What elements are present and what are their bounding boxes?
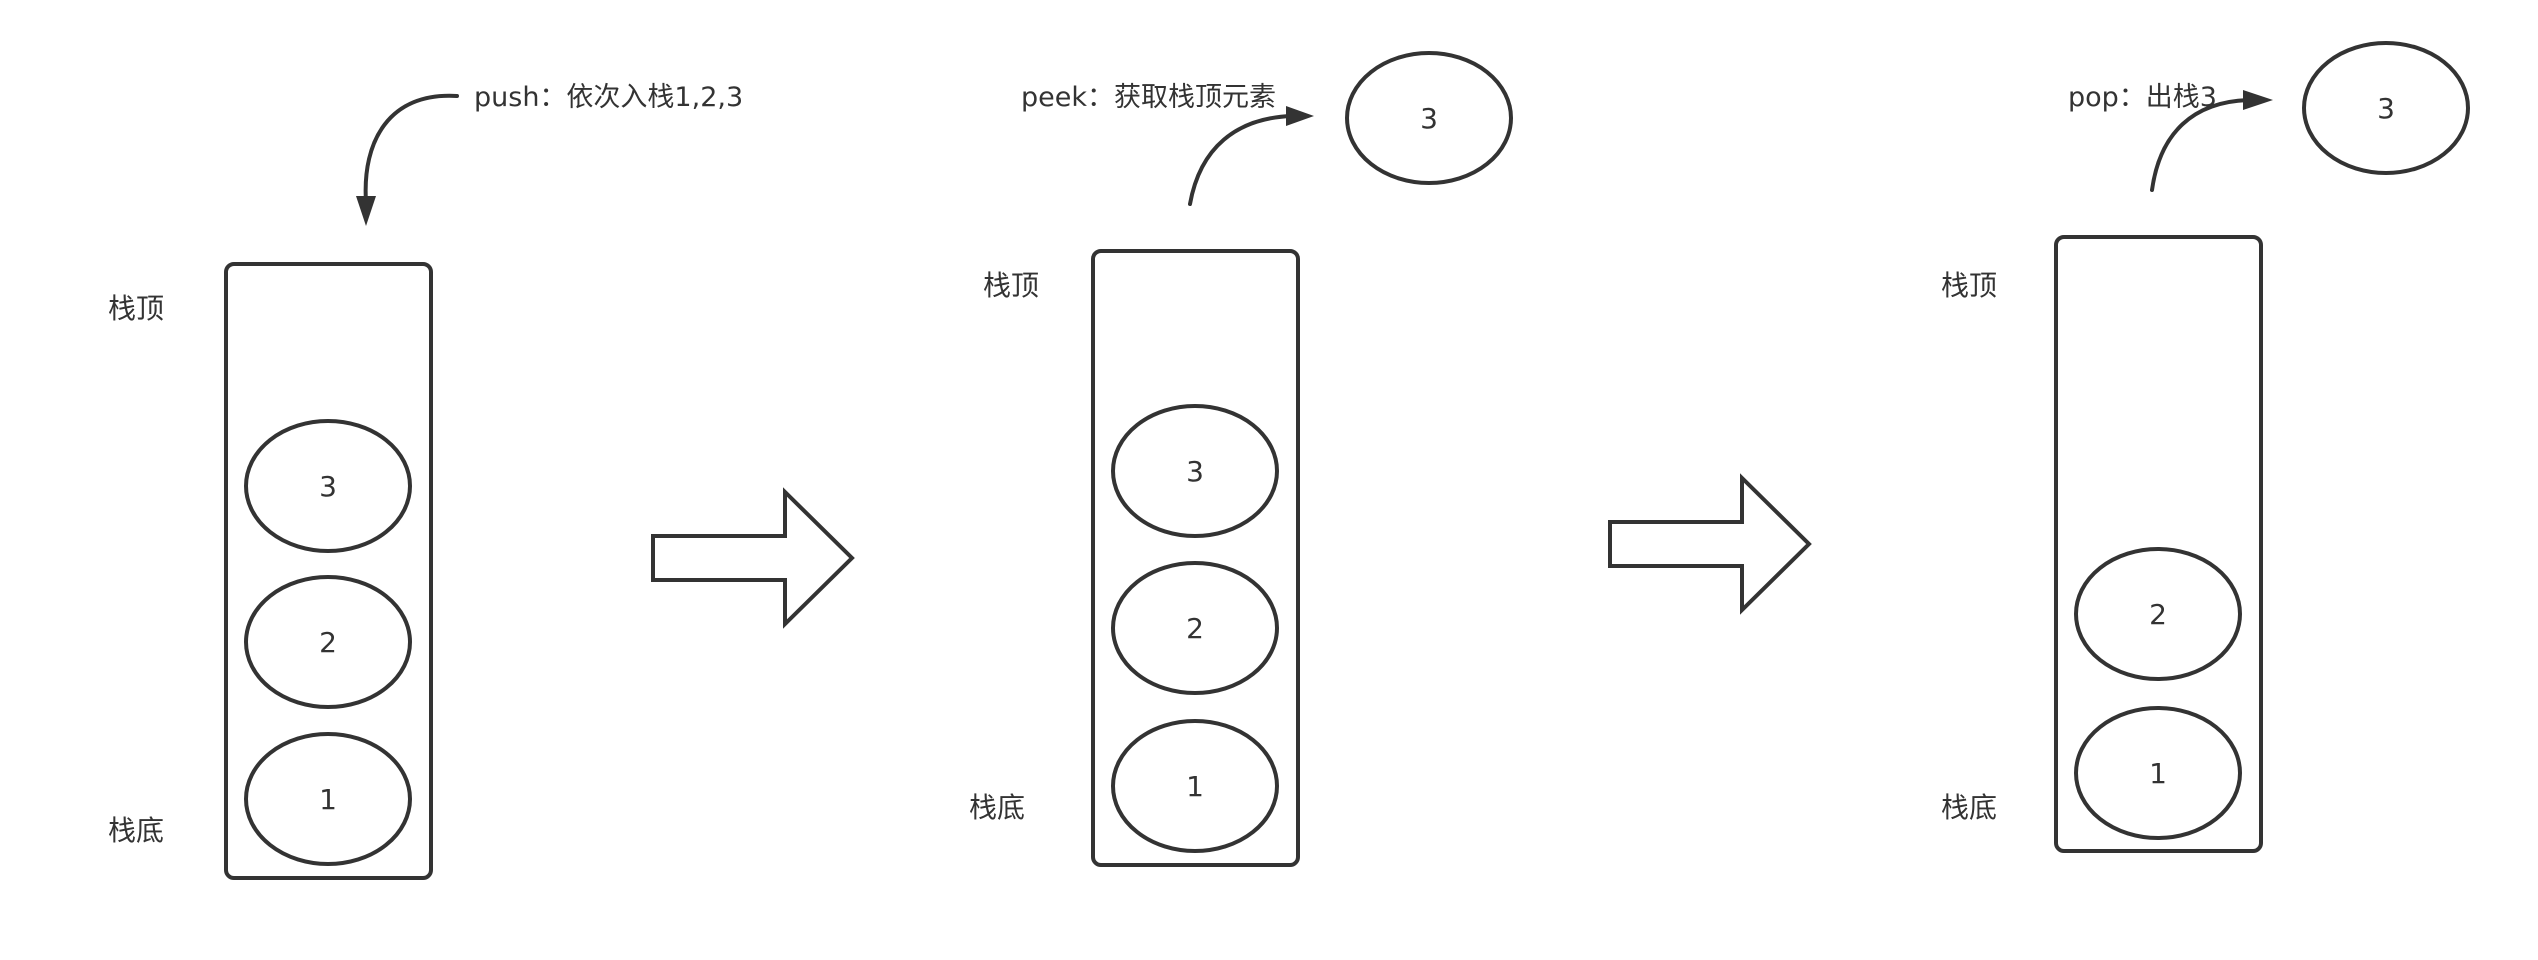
peek-stack-container [1091, 249, 1300, 867]
push-stack-item [244, 575, 412, 709]
push-stack-item-label: 2 [319, 626, 337, 659]
peek-stack-item-label: 1 [1186, 770, 1204, 803]
push-curved-arrow-line [363, 93, 459, 204]
pop-stack-item [2074, 706, 2242, 840]
peek-curved-arrow-line [1188, 114, 1294, 206]
pop-stack-bottom-label: 栈底 [1941, 791, 1997, 824]
push-stack-top-label: 栈顶 [108, 292, 164, 325]
transition-arrow-2 [1608, 473, 1812, 615]
pop-stack-item [2074, 547, 2242, 681]
push-arrow-head [356, 196, 376, 226]
push-stack-item-label: 1 [319, 783, 337, 816]
pop-stack-top-label: 栈顶 [1941, 269, 1997, 302]
peek-top-element-label: 3 [1420, 102, 1438, 135]
pop-arrow-head [2243, 90, 2273, 110]
pop-curved-arrow-line [2150, 98, 2250, 192]
push-stack-item-label: 3 [319, 470, 337, 503]
peek-stack-item-label: 3 [1186, 455, 1204, 488]
peek-stack-bottom-label: 栈底 [969, 791, 1025, 824]
pop-removed-element [2302, 41, 2470, 175]
peek-stack-top-label: 栈顶 [983, 269, 1039, 302]
peek-arrow-head [1286, 106, 1314, 126]
pop-removed-element-label: 3 [2377, 92, 2395, 125]
push-stack-item [244, 419, 412, 553]
peek-top-element [1345, 51, 1513, 185]
transition-arrow-1 [651, 487, 855, 629]
peek-stack-item [1111, 404, 1279, 538]
panel-peek: peek：获取栈顶元素 3 栈顶 栈底 3 2 1 [969, 51, 1513, 867]
pop-stack-container [2054, 235, 2263, 853]
push-caption: push：依次入栈1,2,3 [474, 82, 743, 113]
peek-stack-item [1111, 561, 1279, 695]
peek-stack-item [1111, 719, 1279, 853]
peek-stack-item-label: 2 [1186, 612, 1204, 645]
pop-stack-item-label: 2 [2149, 598, 2167, 631]
push-stack-container [224, 262, 433, 880]
pop-caption: pop：出栈3 [2068, 82, 2217, 113]
push-stack-item [244, 732, 412, 866]
pop-stack-item-label: 1 [2149, 757, 2167, 790]
push-stack-bottom-label: 栈底 [108, 814, 164, 847]
panel-pop: pop：出栈3 3 栈顶 栈底 2 1 [1941, 41, 2470, 853]
peek-caption: peek：获取栈顶元素 [1021, 82, 1276, 113]
panel-push: push：依次入栈1,2,3 栈顶 栈底 3 2 1 [108, 82, 743, 880]
